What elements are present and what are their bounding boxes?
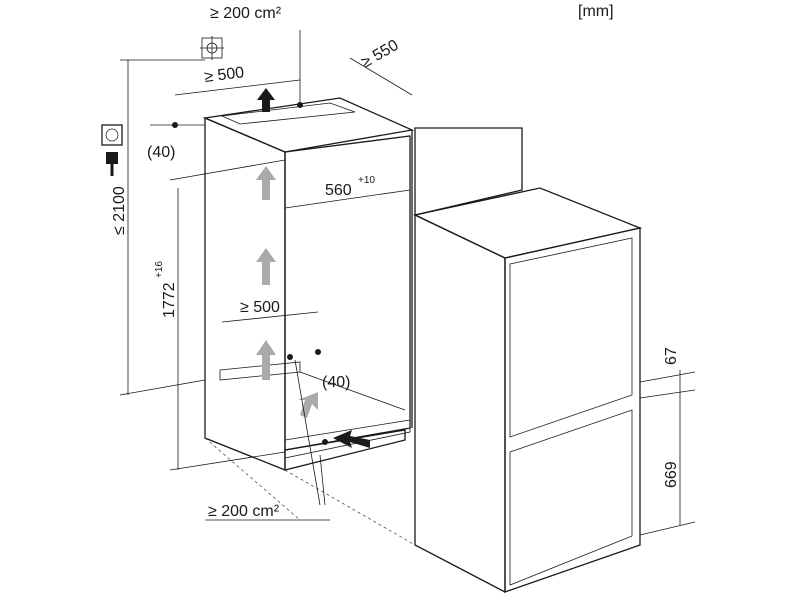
niche-cabinet xyxy=(202,97,415,471)
bottom-gap-label: (40) xyxy=(322,374,350,391)
niche-height-tolerance: +16 xyxy=(154,261,165,278)
open-door-panel xyxy=(414,127,523,216)
top-vent-area-label: ≥ 200 cm² xyxy=(210,5,282,22)
bottom-vent-area-label: ≥ 200 cm² xyxy=(208,503,280,520)
top-exhaust-arrow xyxy=(257,88,275,112)
plug-icon xyxy=(106,152,118,176)
bottom-intake-arrow xyxy=(333,430,370,448)
unit-label: [mm] xyxy=(578,3,614,20)
depth-min-label: ≥ 550 xyxy=(359,37,402,72)
airflow-arrows xyxy=(256,166,318,418)
fridge-appliance xyxy=(413,187,643,594)
door-gap-label: 67 xyxy=(663,347,680,365)
niche-width-tolerance: +10 xyxy=(358,175,375,186)
dimension-lines xyxy=(119,30,696,536)
top-gap-label: (40) xyxy=(147,144,175,161)
max-height-label: ≤ 2100 xyxy=(111,186,128,235)
top-vent-depth-label: ≥ 500 xyxy=(203,64,245,86)
bottom-vent-depth-label: ≥ 500 xyxy=(240,299,280,316)
lower-door-height-label: 669 xyxy=(663,461,680,488)
gas-connection-icon xyxy=(200,36,224,60)
niche-width-label: 560 xyxy=(325,182,352,199)
niche-height-label: 1772 xyxy=(161,282,178,318)
power-socket-icon xyxy=(101,124,123,146)
